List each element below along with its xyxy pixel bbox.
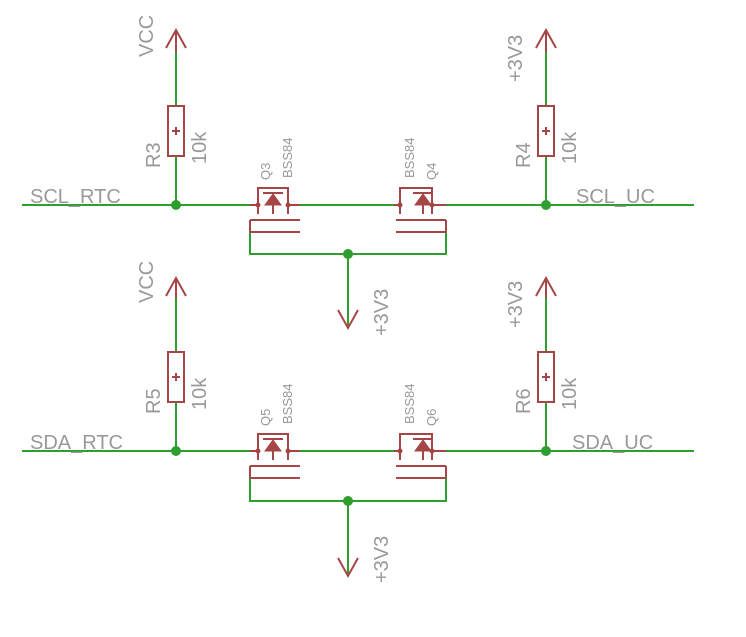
p3v3-gate-label: +3V3 [371, 289, 393, 336]
resistor-r5 [167, 351, 185, 403]
junction-dot [541, 446, 551, 456]
vcc-supply-symbol [165, 275, 187, 298]
junction-dot [171, 200, 181, 210]
r4-value: 10k [559, 131, 581, 164]
r3-name: R3 [143, 142, 165, 168]
vcc-supply-symbol [165, 27, 187, 52]
resistor-r3 [167, 105, 185, 157]
mosfet-q5 [249, 433, 300, 479]
r3-value: 10k [189, 131, 211, 164]
q5-name: Q5 [258, 409, 273, 426]
q5-value: BSS84 [280, 384, 295, 424]
resistor-r4 [537, 105, 555, 157]
mosfet-q4 [394, 187, 447, 233]
q6-name: Q6 [424, 409, 439, 426]
mosfet-q6 [394, 433, 447, 479]
p3v3-gate-label: +3V3 [371, 536, 393, 583]
q3-name: Q3 [258, 163, 273, 180]
q4-name: Q4 [424, 163, 439, 180]
scl-channel: VCC +3V3 R3 10k R4 10k [22, 15, 694, 336]
mosfet-q3 [249, 187, 300, 233]
r5-name: R5 [143, 388, 165, 414]
r6-value: 10k [559, 377, 581, 410]
p3v3-down-symbol [337, 557, 359, 579]
p3v3-label: +3V3 [505, 281, 527, 328]
junction-dot [171, 446, 181, 456]
junction-dot [541, 200, 551, 210]
r5-value: 10k [189, 377, 211, 410]
r4-name: R4 [513, 142, 535, 168]
scl-uc-label: SCL_UC [576, 186, 655, 208]
junction-dot [343, 249, 353, 259]
sda-channel: VCC +3V3 R5 10k R6 10k [22, 261, 694, 583]
p3v3-supply-symbol [535, 27, 557, 52]
vcc-label: VCC [136, 15, 158, 57]
vcc-label: VCC [136, 261, 158, 303]
p3v3-label: +3V3 [505, 35, 527, 82]
p3v3-down-symbol [337, 309, 359, 331]
sda-rtc-label: SDA_RTC [30, 432, 123, 454]
r6-name: R6 [513, 388, 535, 414]
q6-value: BSS84 [402, 384, 417, 424]
scl-rtc-label: SCL_RTC [30, 186, 121, 208]
resistor-r6 [537, 351, 555, 403]
p3v3-supply-symbol [535, 275, 557, 298]
q4-value: BSS84 [402, 138, 417, 178]
sda-uc-label: SDA_UC [572, 432, 653, 454]
junction-dot [343, 496, 353, 506]
q3-value: BSS84 [280, 138, 295, 178]
